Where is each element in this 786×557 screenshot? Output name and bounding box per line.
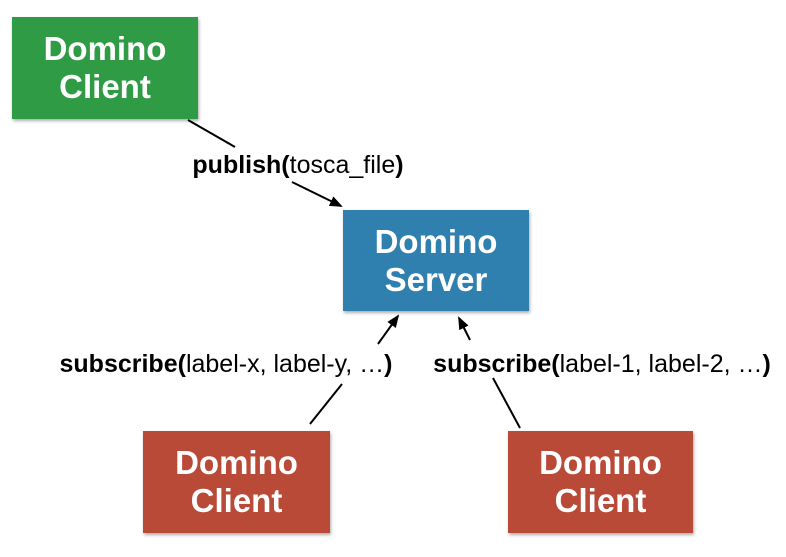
node-server-label: Domino Server: [374, 222, 498, 298]
subscribe-right-arrow-tail-segment: [492, 377, 521, 429]
node-publisher-client-label: Domino Client: [43, 30, 167, 105]
node-subscriber-client-left: Domino Client: [143, 431, 330, 533]
subscribe-right-call-close-paren: ): [762, 350, 771, 378]
subscribe-right-call-args: label-1, label-2, …: [559, 350, 763, 378]
subscribe-right-arrow-head-segment: [458, 316, 471, 341]
subscribe-left-call-name: subscribe(: [59, 350, 186, 378]
node-subscriber-client-right-label: Domino Client: [539, 444, 662, 519]
publish-call-close-paren: ): [395, 151, 404, 179]
node-server: Domino Server: [343, 210, 529, 311]
subscribe-left-call-args: label-x, label-y, …: [185, 350, 385, 378]
publish-arrow-head-segment: [291, 181, 343, 207]
subscribe-left-call-close-paren: ): [384, 350, 393, 378]
subscribe-left-arrow-tail-segment: [309, 383, 343, 425]
node-subscriber-client-left-label: Domino Client: [175, 444, 298, 519]
node-publisher-client: Domino Client: [12, 17, 198, 119]
subscribe-left-call-label: subscribe(label-x, label-y, …): [59, 350, 393, 379]
publish-call-name: publish(: [192, 151, 290, 179]
subscribe-right-call-name: subscribe(: [433, 350, 560, 378]
node-subscriber-client-right: Domino Client: [508, 431, 693, 533]
publish-arrow-tail-segment: [187, 119, 236, 148]
publish-call-label: publish(tosca_file): [192, 151, 404, 180]
subscribe-left-arrow-head-segment: [377, 314, 400, 345]
subscribe-right-call-label: subscribe(label-1, label-2, …): [433, 350, 771, 379]
publish-call-args: tosca_file: [289, 151, 396, 179]
